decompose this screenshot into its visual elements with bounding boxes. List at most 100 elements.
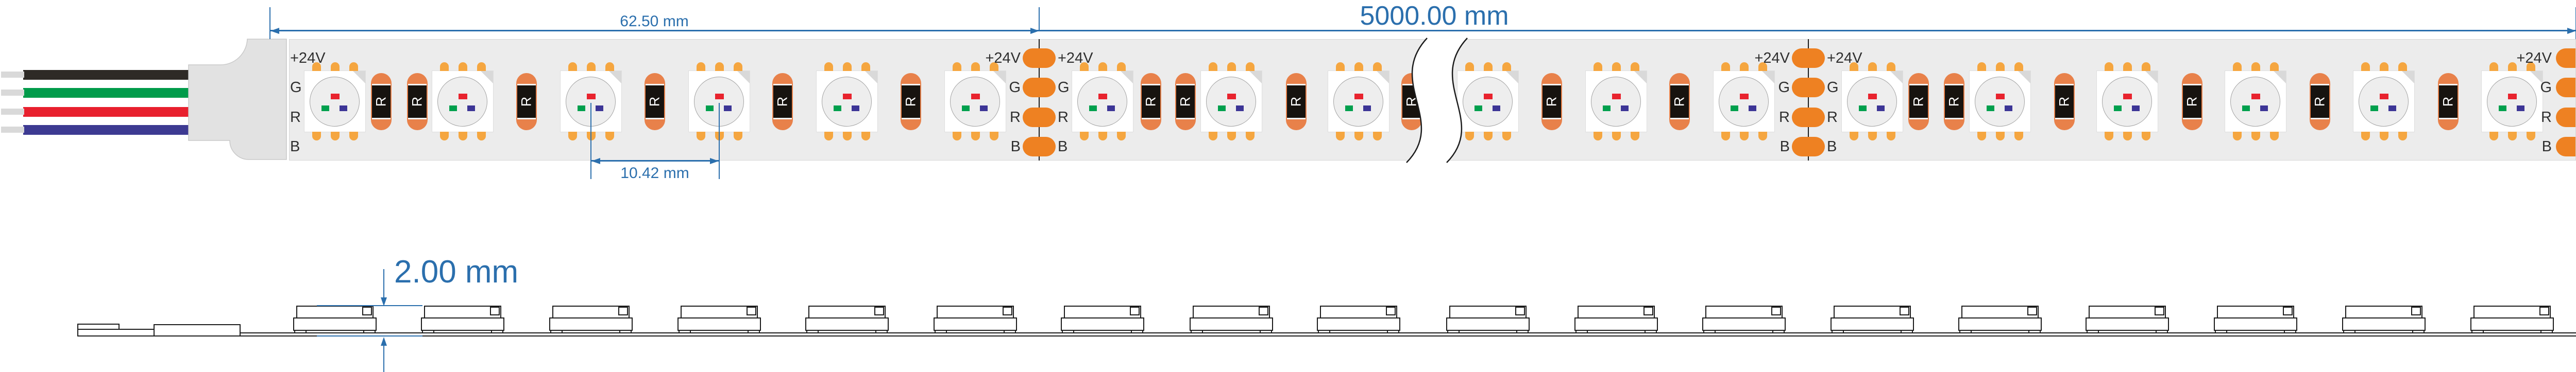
side-led-notch [362, 307, 372, 315]
side-led-base [421, 317, 504, 331]
cut-label-right-+24V: +24V [1827, 50, 1862, 66]
led-corner-mark [737, 71, 750, 83]
side-led-body [2089, 306, 2166, 318]
length-break [1406, 38, 1468, 163]
led-module [1072, 70, 1133, 132]
led-contact-icon [1721, 62, 1730, 71]
led-chip-red [715, 94, 724, 99]
led-contact-icon [1372, 62, 1382, 71]
led-contact-icon [605, 132, 614, 140]
led-chip-blue [1877, 105, 1885, 111]
cut-label-right-B: B [1058, 138, 1068, 155]
resistor-label: R [2184, 96, 2200, 107]
cut-label-left-G: G [1009, 79, 1021, 96]
resistor-label: R [2440, 96, 2456, 107]
led-module [560, 70, 622, 132]
led-corner-mark [353, 71, 365, 83]
led-chip-green [2370, 105, 2378, 111]
wire-tip-G [1, 90, 24, 96]
led-contact-icon [1593, 62, 1602, 71]
side-led-base [549, 317, 633, 331]
side-led-notch [1259, 307, 1268, 315]
led-contact-icon [1630, 132, 1639, 140]
led-contact-icon [477, 132, 486, 140]
resistor-label: R [409, 96, 425, 107]
side-led-base [1317, 317, 1400, 331]
solder-pad-R [1792, 108, 1825, 127]
led-contact-icon [1483, 62, 1493, 71]
resistor-body [2055, 84, 2074, 119]
led-contact-icon [1098, 132, 1107, 140]
led-module [1713, 70, 1775, 132]
led-module [2481, 70, 2543, 132]
led-contact-icon [861, 132, 870, 140]
side-led-notch [1643, 307, 1653, 315]
led-corner-mark [993, 71, 1006, 83]
resistor-body [2183, 84, 2201, 119]
end-label-R: R [2541, 109, 2552, 126]
side-led-notch [490, 307, 500, 315]
led-contact-icon [1335, 132, 1345, 140]
side-led-notch [618, 307, 628, 315]
led-contact-icon [1227, 62, 1236, 71]
led-contact-icon [439, 132, 449, 140]
led-chip-green [2499, 105, 2506, 111]
led-module [1328, 70, 1389, 132]
led-contact-icon [1079, 132, 1089, 140]
led-contact-icon [458, 62, 467, 71]
led-module [2225, 70, 2286, 132]
end-solder-pad-G [2556, 78, 2575, 97]
side-led-base [805, 317, 889, 331]
led-contact-icon [1483, 132, 1493, 140]
led-contact-icon [2251, 132, 2260, 140]
resistor: R [1944, 73, 1964, 130]
led-chip-blue [1107, 105, 1115, 111]
side-led-notch [1386, 307, 1396, 315]
led-chip-blue [980, 105, 988, 111]
led-chip-green [1603, 105, 1611, 111]
led-chip-blue [1493, 105, 1500, 111]
led-contact-icon [1739, 132, 1749, 140]
cut-label-left-+24V: +24V [1754, 50, 1790, 66]
led-chip-red [2508, 94, 2517, 99]
led-contact-icon [2123, 62, 2132, 71]
led-contact-icon [1849, 62, 1858, 71]
side-led-body [2217, 306, 2294, 318]
resistor-label: R [647, 96, 663, 107]
arrow-right-first-cut [1030, 27, 1039, 34]
resistor: R [645, 73, 665, 130]
arrow-height-bottom [381, 337, 387, 346]
led-corner-mark [2018, 71, 2030, 83]
resistor: R [2310, 73, 2330, 130]
led-contact-icon [568, 132, 577, 140]
led-module [1585, 70, 1647, 132]
led-lens [310, 77, 360, 127]
wire-tip-+24V [1, 72, 24, 78]
led-chip-green [2242, 105, 2250, 111]
side-led-base [1446, 317, 1530, 331]
led-contact-icon [2123, 132, 2132, 140]
led-contact-icon [842, 132, 852, 140]
led-contact-icon [1758, 132, 1767, 140]
led-chip-red [1740, 94, 1749, 99]
led-contact-icon [989, 132, 998, 140]
resistor-label: R [518, 96, 534, 107]
wire-tip-B [1, 127, 24, 133]
led-contact-icon [2141, 62, 2150, 71]
wire-+24V [23, 69, 189, 80]
led-contact-icon [2251, 62, 2260, 71]
led-corner-mark [1762, 71, 1774, 83]
led-contact-icon [2104, 132, 2113, 140]
side-led-body [1705, 306, 1783, 318]
resistor-body [2311, 84, 2329, 119]
led-corner-mark [609, 71, 621, 83]
resistor-label: R [1288, 96, 1304, 107]
led-chip-blue [340, 105, 347, 111]
led-chip-blue [596, 105, 603, 111]
side-led-body [1320, 306, 1397, 318]
led-chip-blue [1363, 105, 1371, 111]
height-arrow-line-bottom [383, 344, 384, 372]
length-dimension-line [270, 30, 2576, 31]
cut-label-right-R: R [1058, 109, 1069, 126]
resistor-label: R [2056, 96, 2072, 107]
